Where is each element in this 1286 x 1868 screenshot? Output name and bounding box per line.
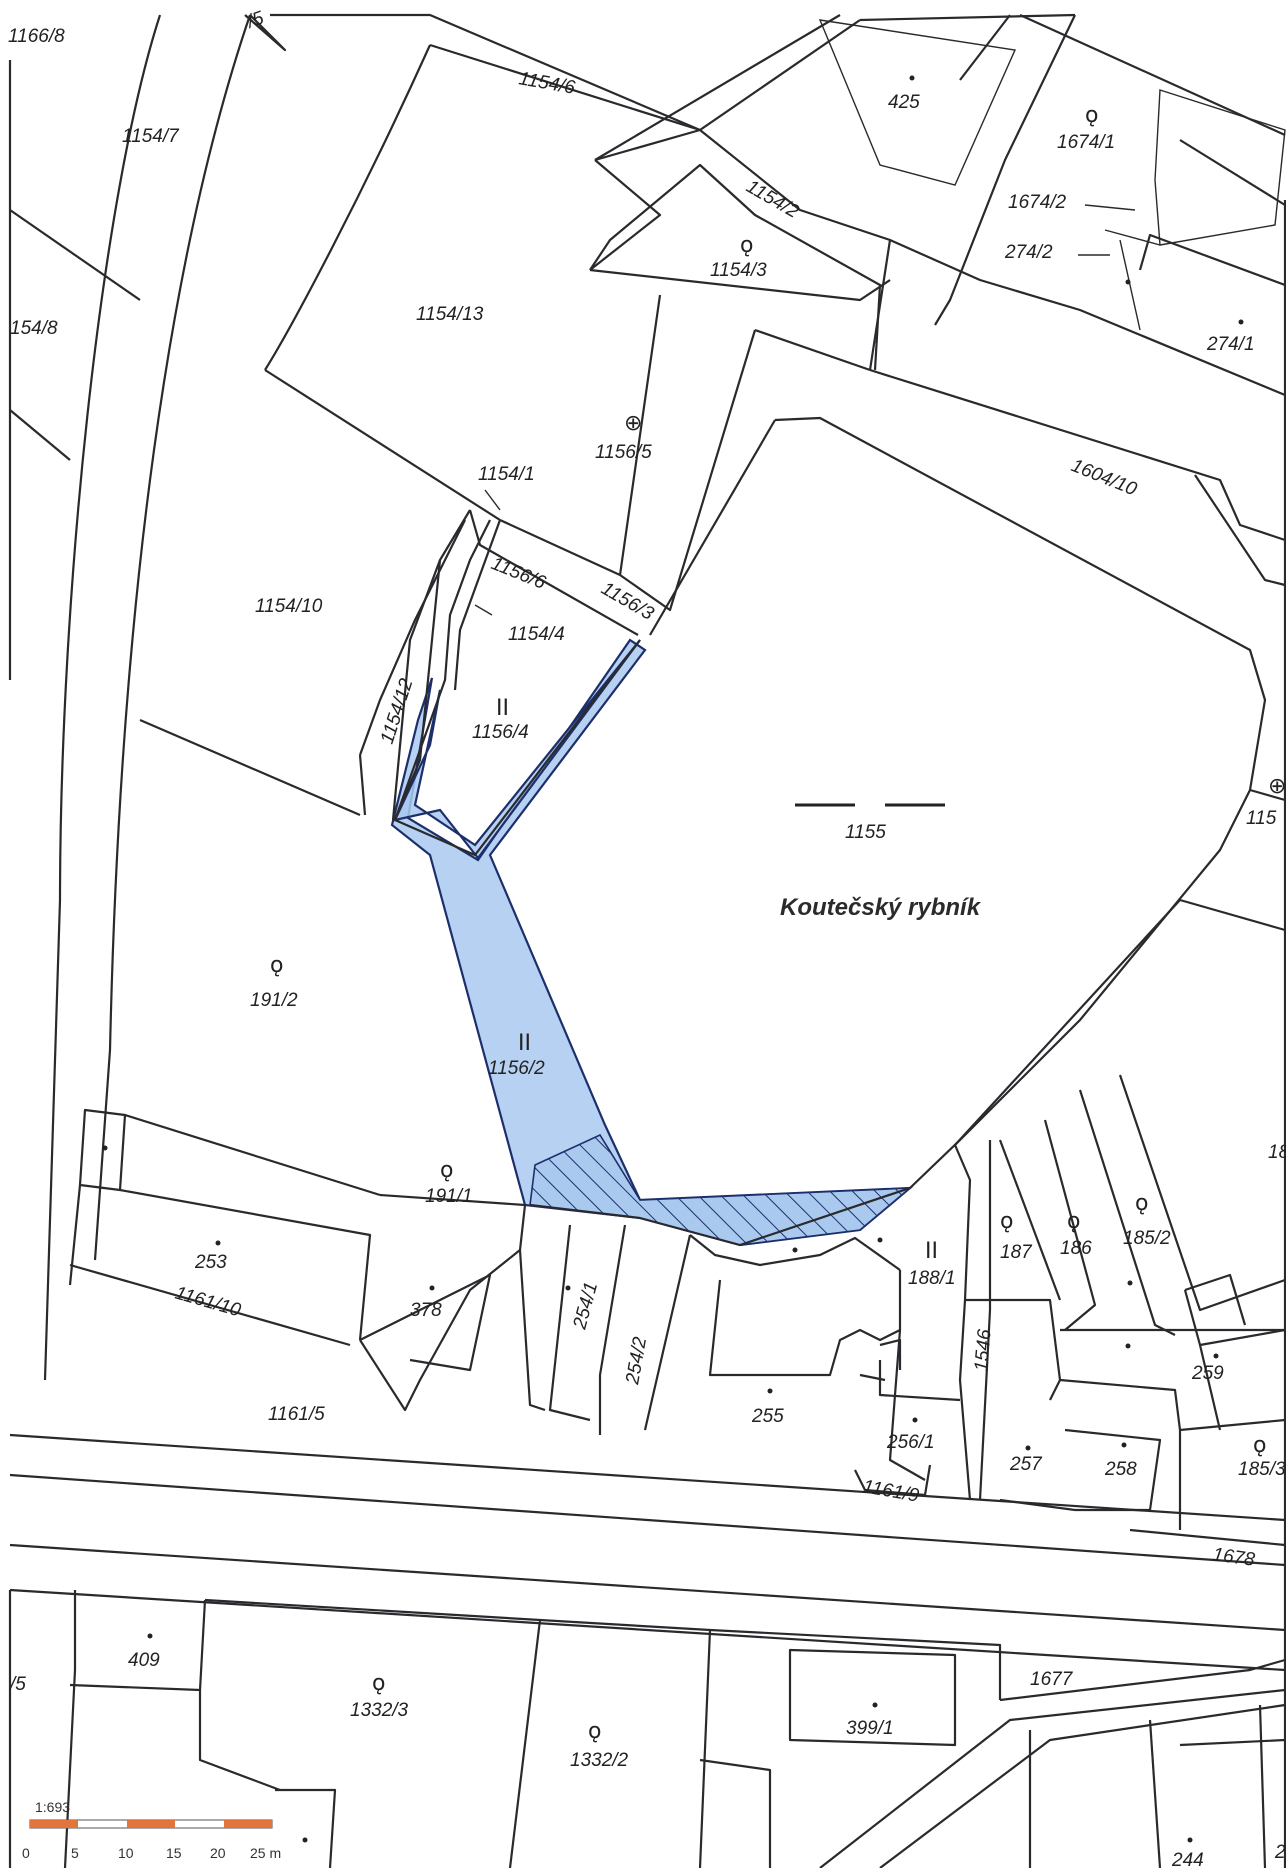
scale-tick-15: 15 (166, 1845, 182, 1861)
label-187: 187 (1000, 1242, 1033, 1263)
label-274-1: 274/1 (1206, 334, 1255, 355)
water-label: Koutečský rybník (780, 894, 982, 921)
label-191-2: 191/2 (250, 990, 298, 1011)
hatched-area (529, 1133, 913, 1246)
highlighted-parcel-1156-2[interactable] (390, 638, 914, 1247)
label-1156-5: 1156/5 (595, 442, 652, 463)
scale-bar[interactable]: 1:693 0 5 10 15 20 25 m (22, 1799, 281, 1861)
label-1154-13: 1154/13 (416, 304, 484, 325)
label-1166-8: 1166/8 (8, 26, 65, 47)
pointer-arrows (474, 204, 1136, 616)
scale-tick-20: 20 (210, 1845, 226, 1861)
label-115x: 115 (1246, 808, 1277, 829)
label-1161-5: 1161/5 (268, 1404, 325, 1425)
label-409: 409 (128, 1650, 160, 1671)
parcel-lines (8, 13, 1286, 1868)
label-254-2: 254/2 (622, 1335, 651, 1387)
label-1678: 1678 (1211, 1544, 1256, 1571)
label-186: 186 (1060, 1238, 1092, 1259)
label-2-right: 2 (1274, 1842, 1286, 1863)
label-254-1: 254/1 (569, 1280, 602, 1332)
svg-text:II: II (925, 1239, 938, 1264)
svg-text:⊕: ⊕ (624, 411, 642, 436)
label-154-8: 154/8 (10, 318, 58, 339)
svg-text:ǫ: ǫ (372, 1671, 385, 1696)
label-1154-10: 1154/10 (255, 596, 323, 617)
parcel-labels: 1166/8 /5 1154/6 425 1674/1 1154/7 1674/… (8, 7, 1286, 1868)
svg-text:ǫ: ǫ (740, 233, 753, 258)
svg-text:ǫ: ǫ (1135, 1191, 1148, 1216)
label-256-1: 256/1 (886, 1432, 935, 1453)
label-1154-4: 1154/4 (508, 624, 565, 645)
label-1156-2: 1156/2 (488, 1058, 545, 1079)
label-257: 257 (1009, 1454, 1043, 1475)
label-1604-10: 1604/10 (1068, 455, 1140, 500)
svg-text:II: II (496, 696, 509, 721)
label-191-1: 191/1 (425, 1186, 473, 1207)
label-244: 244 (1171, 1850, 1204, 1868)
label-399-1: 399/1 (846, 1718, 894, 1739)
label-1154-7: 1154/7 (122, 126, 180, 147)
label-258: 258 (1104, 1459, 1137, 1480)
label-253: 253 (194, 1252, 227, 1273)
svg-text:⊕: ⊕ (1268, 774, 1286, 799)
label-1154-12: 1154/12 (377, 676, 418, 747)
label-185-2: 185/2 (1123, 1228, 1171, 1249)
highlighted-strip (393, 639, 641, 860)
label-1161-9: 1161/9 (861, 1476, 921, 1507)
svg-text:ǫ: ǫ (440, 1158, 453, 1183)
label-1332-3: 1332/3 (350, 1700, 409, 1721)
svg-text:ǫ: ǫ (1067, 1209, 1080, 1234)
label-425: 425 (888, 92, 920, 113)
label-378: 378 (410, 1300, 442, 1321)
label-1674-1: 1674/1 (1057, 132, 1115, 153)
svg-text:ǫ: ǫ (588, 1719, 601, 1744)
label-255: 255 (751, 1406, 784, 1427)
label-1161-10: 1161/10 (173, 1283, 244, 1322)
label-1154-2: 1154/2 (743, 176, 803, 223)
svg-text:ǫ: ǫ (1000, 1209, 1013, 1234)
scale-tick-25: 25 m (250, 1845, 281, 1861)
label-1546: 1546 (971, 1328, 996, 1372)
scale-ratio: 1:693 (35, 1799, 70, 1815)
scale-tick-0: 0 (22, 1845, 30, 1861)
label-18: 18 (1268, 1142, 1286, 1163)
svg-text:ǫ: ǫ (1253, 1433, 1266, 1458)
svg-text:ǫ: ǫ (1085, 103, 1098, 128)
land-use-symbols: ǫ ǫ ⊕ ǫ ǫ ǫ ǫ ǫ ǫ ǫ ǫ ⊕ II II II (270, 103, 1286, 1744)
label-1154-3: 1154/3 (710, 260, 767, 281)
label-1677: 1677 (1030, 1669, 1074, 1690)
label-259: 259 (1191, 1363, 1224, 1384)
svg-text:II: II (518, 1031, 531, 1056)
label-1156-6: 1156/6 (488, 553, 549, 594)
label-185-3: 185/3 (1238, 1459, 1286, 1480)
label-1332-2: 1332/2 (570, 1750, 629, 1771)
scale-tick-5: 5 (71, 1845, 79, 1861)
svg-text:ǫ: ǫ (270, 953, 283, 978)
label-1674-2: 1674/2 (1008, 192, 1067, 213)
label-5-left: /5 (8, 1674, 26, 1695)
label-1155: 1155 (845, 822, 886, 843)
label-1154-1: 1154/1 (478, 464, 535, 485)
label-188-1: 188/1 (908, 1268, 956, 1289)
label-1156-4: 1156/4 (472, 722, 529, 743)
label-274-2: 274/2 (1004, 242, 1053, 263)
parcel-points (102, 75, 1244, 1843)
scale-tick-10: 10 (118, 1845, 134, 1861)
